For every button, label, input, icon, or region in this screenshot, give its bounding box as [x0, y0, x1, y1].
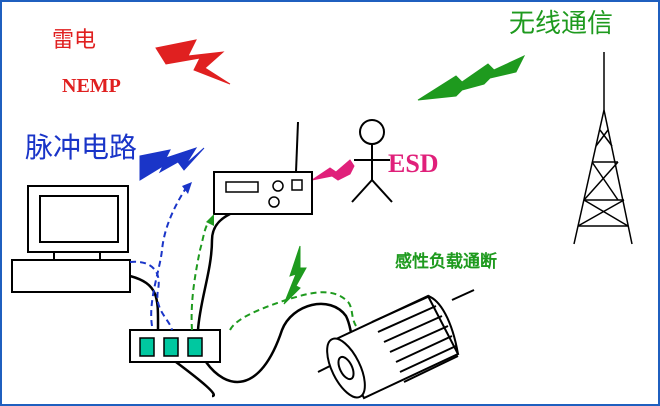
- radio-tower-icon: [573, 52, 633, 245]
- power-strip-icon: [129, 329, 221, 363]
- lightning-bolt-red-icon: [155, 39, 231, 85]
- lightning-label: 雷电: [52, 28, 97, 53]
- wireless-label: 无线通信: [509, 9, 614, 39]
- coupling-path-green: [190, 219, 357, 331]
- lightning-bolt-pink-icon: [311, 159, 355, 181]
- coupling-path-blue: [129, 187, 187, 331]
- lightning-bolt-vertical-green-icon: [283, 245, 307, 305]
- computer-icon: [11, 185, 131, 293]
- lightning-bolt-green-icon: [417, 54, 526, 101]
- motor-icon: [317, 289, 475, 400]
- inductive-load-label: 感性负载通断: [395, 252, 497, 272]
- radio-device-icon: [213, 121, 313, 215]
- person-icon: [351, 119, 393, 203]
- power-cables: [129, 212, 354, 398]
- lightning-bolt-blue-icon: [139, 147, 205, 181]
- arrowhead-green: [206, 214, 214, 226]
- esd-label: ESD: [388, 149, 439, 178]
- nemp-label: NEMP: [62, 75, 121, 97]
- arrowhead-blue: [182, 182, 192, 194]
- pulse-circuit-label: 脉冲电路: [25, 131, 138, 164]
